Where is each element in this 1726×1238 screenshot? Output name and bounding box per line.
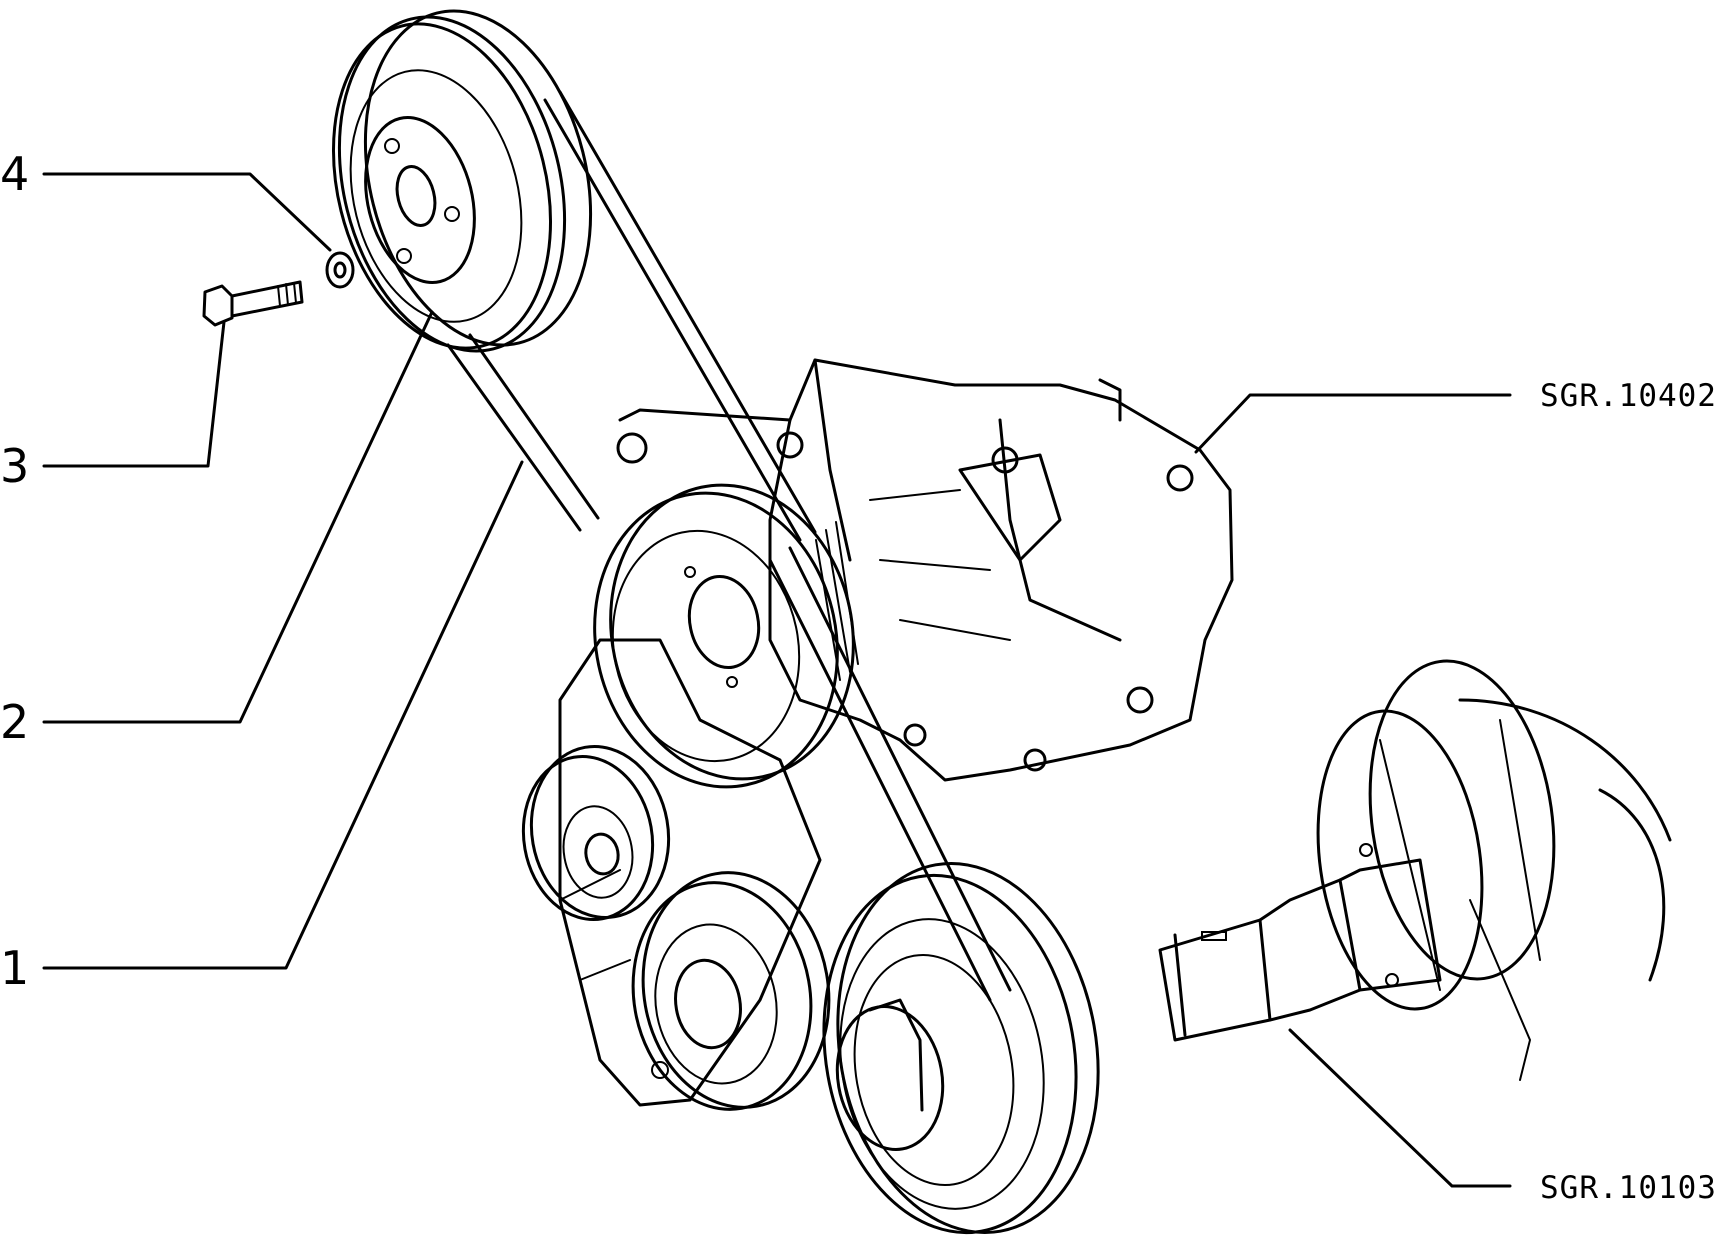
crankshaft: [1158, 659, 1672, 1081]
bolt: [202, 280, 304, 327]
middle-pulley: [593, 483, 859, 789]
drive-belt: [446, 90, 1012, 1002]
water-pump-housing: [616, 358, 1234, 782]
reference-water-pump: SGR.10402: [1540, 378, 1717, 414]
callout-2: 2: [0, 695, 29, 749]
leader-lines: [42, 172, 1512, 1188]
callout-4: 4: [0, 147, 29, 201]
accessory-bracket: [558, 638, 822, 1107]
crankshaft-pulley: [822, 861, 1100, 1235]
upper-pulley: [331, 9, 593, 353]
washer: [325, 251, 355, 289]
callout-3: 3: [0, 439, 29, 493]
callout-1: 1: [0, 941, 29, 995]
tensioner-pulley: [521, 744, 671, 922]
lower-idler-pulley: [631, 871, 831, 1111]
reference-crankshaft: SGR.10103: [1540, 1170, 1717, 1206]
